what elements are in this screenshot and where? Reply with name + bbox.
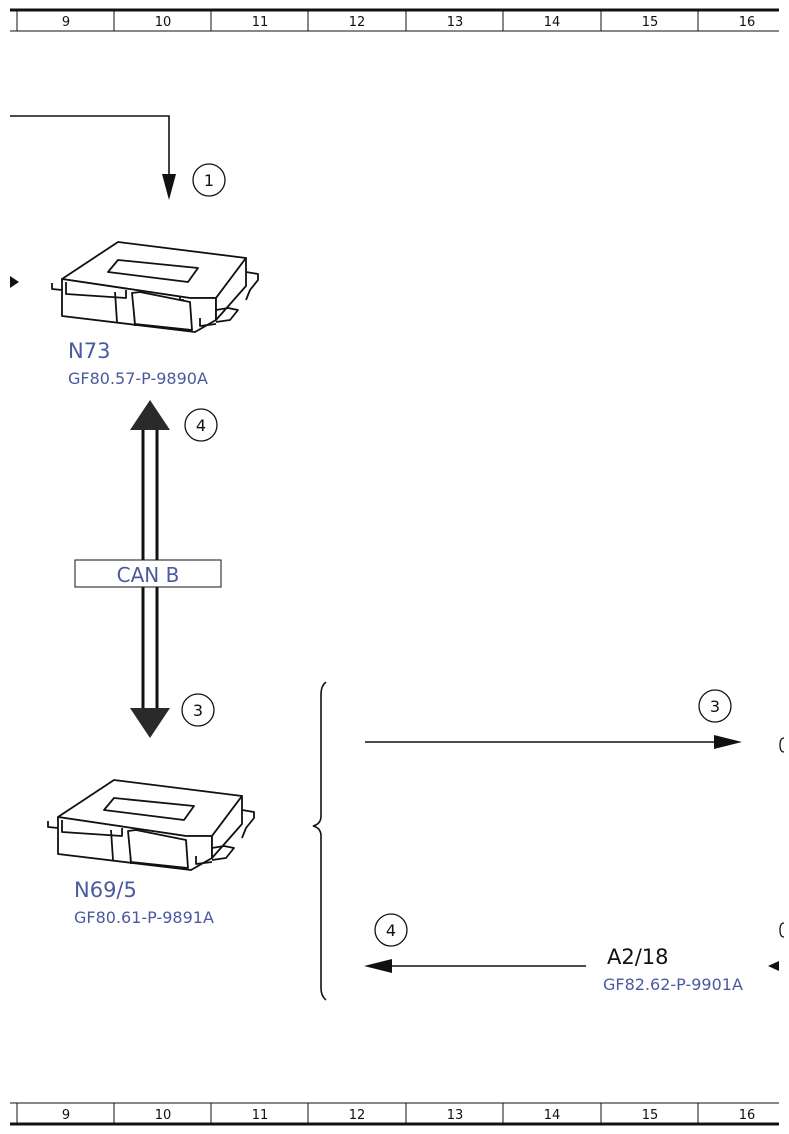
top-ruler-col-11: 11 [252, 15, 269, 30]
can-b-bus: CAN B 4 3 [74, 400, 222, 738]
offscreen-marker-edge-1 [779, 737, 785, 753]
marker-circle-4-top [184, 408, 218, 442]
bottom-ruler: 9 10 11 12 13 14 15 16 [10, 1102, 779, 1126]
top-ruler-col-13: 13 [447, 15, 464, 30]
can-b-label: CAN B [117, 563, 180, 587]
marker-4-top-label: 4 [196, 416, 206, 435]
control-unit-n73-icon [51, 241, 259, 333]
offscreen-marker-edge-2 [779, 922, 785, 938]
bottom-ruler-col-13: 13 [447, 1108, 464, 1123]
n73-ref-link[interactable]: GF80.57-P-9890A [68, 369, 208, 388]
top-ruler-col-14: 14 [544, 15, 561, 30]
right-edge-arrow-icon [768, 961, 779, 971]
bottom-ruler-col-14: 14 [544, 1108, 561, 1123]
curly-brace [312, 681, 327, 1001]
bottom-ruler-col-9: 9 [62, 1108, 70, 1123]
a2-18-code: A2/18 [607, 945, 669, 969]
marker-4-bottom-label: 4 [386, 921, 396, 940]
marker-circle-3-left [181, 693, 215, 727]
top-ruler-col-16: 16 [739, 15, 756, 30]
can-b-label-box [74, 559, 222, 588]
marker-3-left-label: 3 [193, 701, 203, 720]
a2-18-ref-link[interactable]: GF82.62-P-9901A [603, 975, 743, 994]
marker-circle-1 [192, 163, 226, 197]
bottom-ruler-col-10: 10 [155, 1108, 172, 1123]
marker-circle-4-bottom [374, 913, 408, 947]
top-ruler: 9 10 11 12 13 14 15 16 [10, 8, 779, 32]
left-edge-arrow-icon [10, 276, 19, 288]
bottom-ruler-col-15: 15 [642, 1108, 659, 1123]
arrowhead-left-icon [364, 959, 392, 973]
bottom-ruler-col-12: 12 [349, 1108, 366, 1123]
signal-line-3-out: 3 [365, 689, 742, 749]
control-unit-n69-5-icon [47, 779, 255, 871]
marker-3-right-label: 3 [710, 697, 720, 716]
top-ruler-col-12: 12 [349, 15, 366, 30]
bottom-ruler-col-11: 11 [252, 1108, 269, 1123]
n69-5-ref-link[interactable]: GF80.61-P-9891A [74, 908, 214, 927]
arrowhead-down-icon [162, 174, 176, 200]
marker-circle-3-right [698, 689, 732, 723]
arrowhead-down-icon [130, 708, 170, 738]
n73-code: N73 [68, 339, 110, 363]
incoming-line-1: 1 [10, 115, 226, 200]
top-ruler-col-15: 15 [642, 15, 659, 30]
signal-line-4-in: 4 [364, 913, 586, 973]
bottom-ruler-col-16: 16 [739, 1108, 756, 1123]
top-ruler-col-10: 10 [155, 15, 172, 30]
arrowhead-right-icon [714, 735, 742, 749]
n69-5-code: N69/5 [74, 878, 137, 902]
marker-1-label: 1 [204, 171, 214, 190]
top-ruler-col-9: 9 [62, 15, 70, 30]
arrowhead-up-icon [130, 400, 170, 430]
